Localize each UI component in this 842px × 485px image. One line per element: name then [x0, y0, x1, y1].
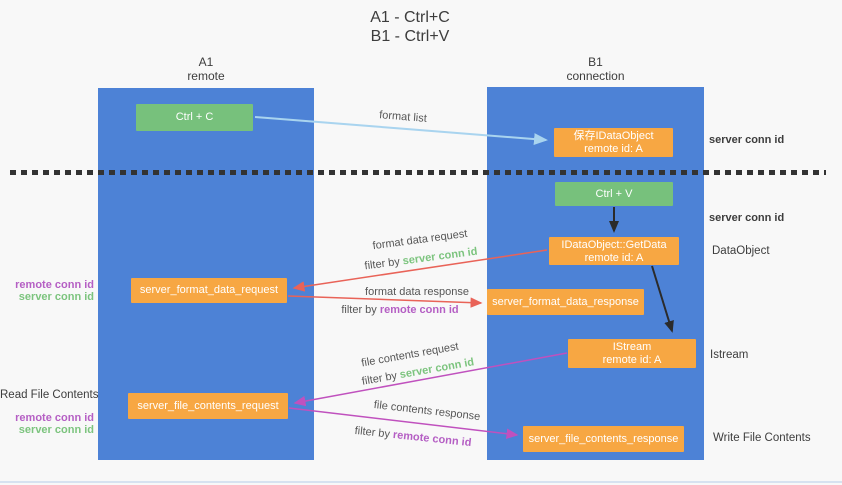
bottom-edge-line — [0, 481, 842, 483]
server-file-contents-request-node: server_file_contents_request — [128, 393, 288, 419]
lifeline-b1-role: connection — [566, 69, 625, 83]
server-conn-id-label: server conn id — [18, 424, 94, 436]
title-line-1: A1 - Ctrl+C — [370, 9, 450, 26]
getdata-line1: IDataObject::GetData — [561, 239, 667, 251]
server-format-data-request-label: server_format_data_request — [139, 284, 279, 296]
server-conn-id-label-top: server conn id — [709, 134, 785, 146]
istream-line1: IStream — [612, 341, 652, 353]
remote-conn-id-text: remote conn id — [392, 428, 472, 450]
format-data-response-label: format data response — [365, 286, 469, 298]
title-line-2: B1 - Ctrl+V — [370, 28, 450, 45]
filter-by-text: filter by — [354, 424, 391, 441]
write-file-contents-label: Write File Contents — [713, 432, 811, 444]
server-conn-id-label-mid: server conn id — [709, 212, 785, 224]
filter-by-text: filter by — [360, 369, 398, 388]
save-dataobject-node: 保存IDataObject remote id: A — [554, 128, 673, 157]
server-format-data-response-node: server_format_data_response — [487, 289, 644, 315]
getdata-line2: remote id: A — [584, 252, 644, 264]
server-format-data-request-node: server_format_data_request — [131, 278, 287, 303]
remote-conn-id-text: remote conn id — [379, 304, 459, 316]
getdata-node: IDataObject::GetData remote id: A — [549, 237, 679, 265]
filter-by-text: filter by — [341, 304, 377, 316]
format-conn-id-pair: remote conn id server conn id — [0, 279, 94, 303]
dotted-separator-line — [10, 170, 826, 175]
format-list-label: format list — [378, 109, 428, 125]
server-file-contents-response-node: server_file_contents_response — [523, 426, 684, 452]
save-dataobject-line2: remote id: A — [584, 143, 643, 155]
lifeline-header-b1: B1 connection — [487, 55, 704, 83]
server-file-contents-request-label: server_file_contents_request — [137, 400, 279, 412]
lifeline-b1-name: B1 — [588, 55, 603, 69]
dataobject-label: DataObject — [712, 245, 770, 257]
ctrl-v-label: Ctrl + V — [595, 188, 633, 200]
server-format-data-response-label: server_format_data_response — [492, 296, 639, 308]
ctrl-v-node: Ctrl + V — [555, 182, 673, 206]
remote-conn-id-label: remote conn id — [15, 279, 94, 291]
lifeline-header-a1: A1 remote — [98, 55, 314, 83]
ctrl-c-label: Ctrl + C — [175, 111, 214, 123]
filter-by-text: filter by — [363, 255, 401, 273]
read-file-contents-label: Read File Contents — [0, 389, 99, 401]
server-conn-id-label: server conn id — [18, 291, 94, 303]
server-file-contents-response-label: server_file_contents_response — [528, 433, 679, 445]
lifeline-a1-name: A1 — [198, 55, 214, 69]
file-contents-response-label: file contents response — [373, 398, 481, 424]
save-dataobject-line1: 保存IDataObject — [573, 130, 654, 142]
ctrl-c-node: Ctrl + C — [136, 104, 253, 131]
istream-line2: remote id: A — [602, 354, 662, 366]
istream-node: IStream remote id: A — [568, 339, 696, 368]
diagram-title: A1 - Ctrl+C B1 - Ctrl+V — [325, 8, 495, 46]
lifeline-a1-role: remote — [187, 69, 225, 83]
file-conn-id-pair: remote conn id server conn id — [0, 412, 94, 436]
server-conn-id-text: server conn id — [402, 245, 479, 268]
remote-conn-id-label: remote conn id — [15, 412, 94, 424]
istream-side-label: Istream — [710, 349, 749, 361]
